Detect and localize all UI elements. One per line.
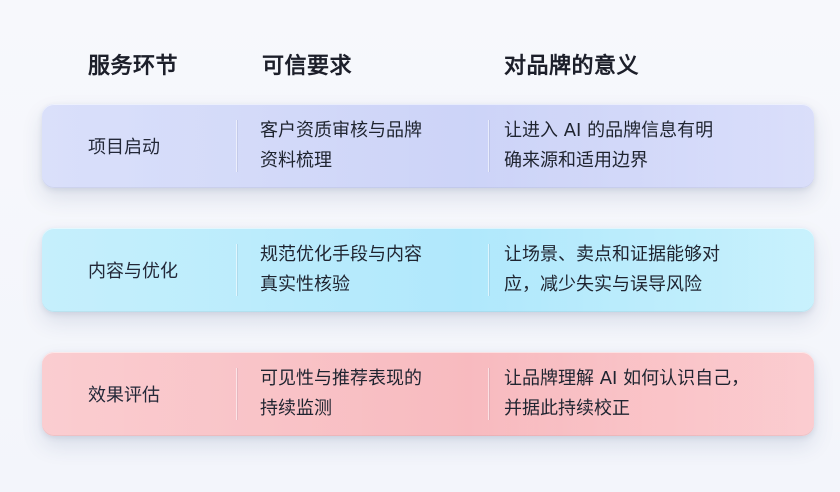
requirement-line: 资料梳理 <box>260 150 332 171</box>
meaning-line: 让场景、卖点和证据能够对 <box>504 243 720 265</box>
requirement-line: 规范优化手段与内容 <box>260 243 422 265</box>
meaning-cell: 让品牌理解 AI 如何认识自己， 并据此持续校正 <box>504 368 804 420</box>
column-divider <box>236 368 237 420</box>
meaning-line: 让进入 AI 的品牌信息有明 <box>504 119 714 141</box>
header-meaning: 对品牌的意义 <box>504 54 640 79</box>
meaning-line: 应，减少失实与误导风险 <box>504 274 702 295</box>
meaning-line: 确来源和适用边界 <box>504 150 648 171</box>
table-row: 效果评估 可见性与推荐表现的 持续监测 让品牌理解 AI 如何认识自己， 并据此… <box>42 352 814 436</box>
column-divider <box>488 244 489 296</box>
meaning-line: 并据此持续校正 <box>504 398 630 419</box>
column-divider <box>488 120 489 172</box>
requirement-cell: 客户资质审核与品牌 资料梳理 <box>260 120 470 172</box>
meaning-cell: 让场景、卖点和证据能够对 应，减少失实与误导风险 <box>504 244 804 296</box>
stage-cell: 内容与优化 <box>88 261 178 282</box>
table-header: 服务环节 可信要求 对品牌的意义 <box>0 48 840 88</box>
requirement-line: 客户资质审核与品牌 <box>260 119 422 141</box>
column-divider <box>488 368 489 420</box>
stage-cell: 项目启动 <box>88 137 160 158</box>
column-divider <box>236 244 237 296</box>
requirement-line: 真实性核验 <box>260 274 350 295</box>
table-row: 项目启动 客户资质审核与品牌 资料梳理 让进入 AI 的品牌信息有明 确来源和适… <box>42 104 814 188</box>
header-stage: 服务环节 <box>88 54 179 79</box>
requirement-line: 持续监测 <box>260 398 332 419</box>
header-requirement: 可信要求 <box>262 54 353 79</box>
requirement-cell: 规范优化手段与内容 真实性核验 <box>260 244 470 296</box>
table-row: 内容与优化 规范优化手段与内容 真实性核验 让场景、卖点和证据能够对 应，减少失… <box>42 228 814 312</box>
meaning-line: 让品牌理解 AI 如何认识自己， <box>504 367 750 389</box>
stage-cell: 效果评估 <box>88 385 160 406</box>
column-divider <box>236 120 237 172</box>
requirement-cell: 可见性与推荐表现的 持续监测 <box>260 368 470 420</box>
meaning-cell: 让进入 AI 的品牌信息有明 确来源和适用边界 <box>504 120 804 172</box>
requirement-line: 可见性与推荐表现的 <box>260 367 422 389</box>
